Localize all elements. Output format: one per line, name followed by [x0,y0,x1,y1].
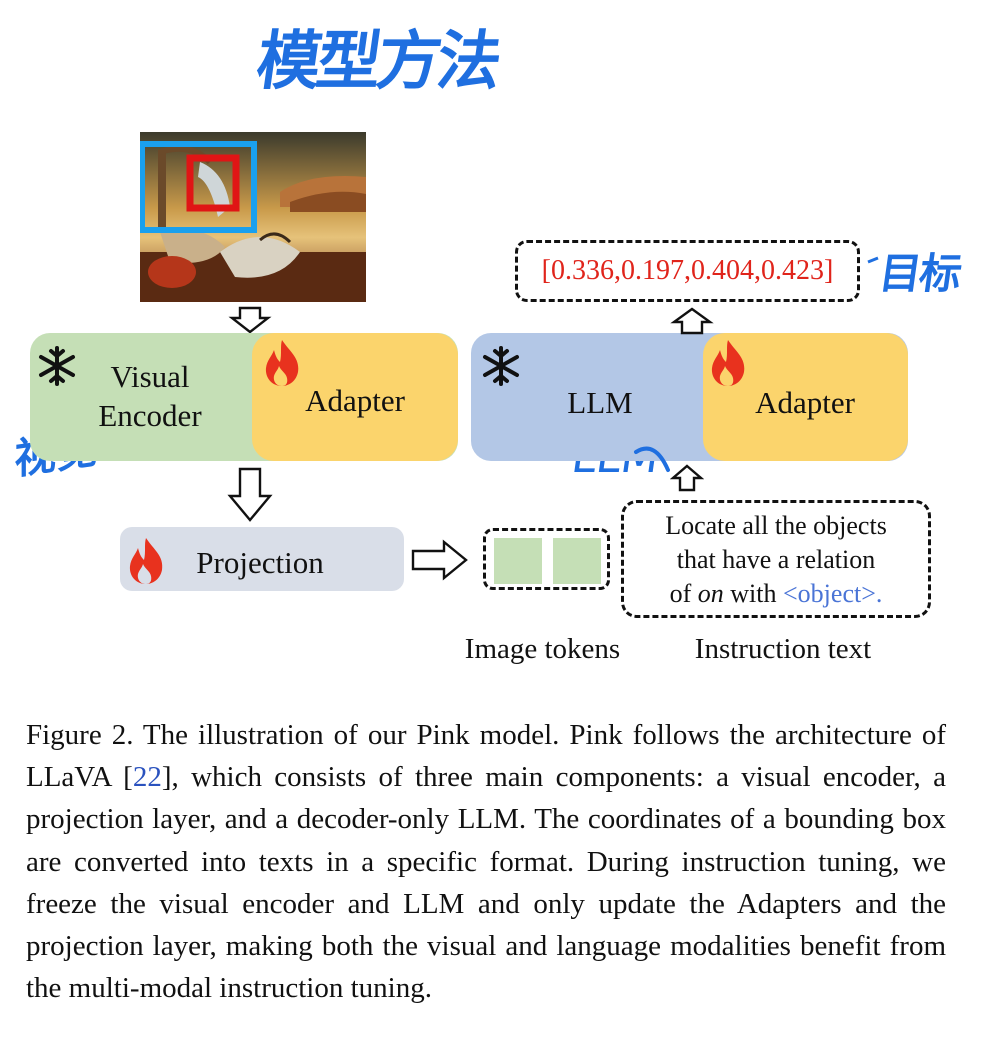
image-tokens-label: Image tokens [464,633,621,665]
adapter-right-label: Adapter [755,385,855,420]
encoder-to-projection-arrow [227,467,273,522]
flame-icon [711,340,745,386]
image-tokens-box [483,528,610,590]
snowflake-icon [39,346,75,386]
figure-caption: Figure 2. The illustration of our Pink m… [26,714,946,1009]
instruction-line3-prefix: of [669,579,698,608]
output-coordinates-text: [0.336,0.197,0.404,0.423] [541,255,834,286]
output-coordinates-box [515,240,860,302]
llm-label: LLM [567,385,633,420]
projection-to-tokens-arrow [411,539,468,581]
instruction-line3: of on with <object>. [624,577,928,611]
instruction-text-box [621,500,931,618]
citation-link[interactable]: 22 [132,761,162,794]
caption-suffix: ], which consists of three main componen… [26,761,946,1005]
caption-prefix: Figure 2. The illustration of our Pink m… [26,719,946,794]
projection-label: Projection [196,545,324,580]
visual-encoder-label-line1: Visual [110,359,190,394]
flame-icon [129,538,163,584]
instruction-to-llm-arrow [670,464,704,492]
image-token [553,538,601,584]
snowflake-icon [483,346,519,386]
adapter-left-label: Adapter [305,383,405,418]
instruction-line3-mid: with [723,579,784,608]
image-to-encoder-arrow [228,306,272,334]
flame-icon [265,340,299,386]
instruction-line1: Locate all the objects [665,511,887,540]
instruction-text-label: Instruction text [694,633,872,665]
image-token [494,538,542,584]
projection-block [120,527,404,591]
painting-image [140,132,366,302]
visual-encoder-label-line2: Encoder [98,398,202,433]
object-placeholder: <object> [783,579,876,608]
llm-to-output-arrow [670,307,714,335]
instruction-period: . [875,579,883,608]
instruction-line2: that have a relation [676,545,876,574]
instruction-relation-word: on [697,579,724,608]
